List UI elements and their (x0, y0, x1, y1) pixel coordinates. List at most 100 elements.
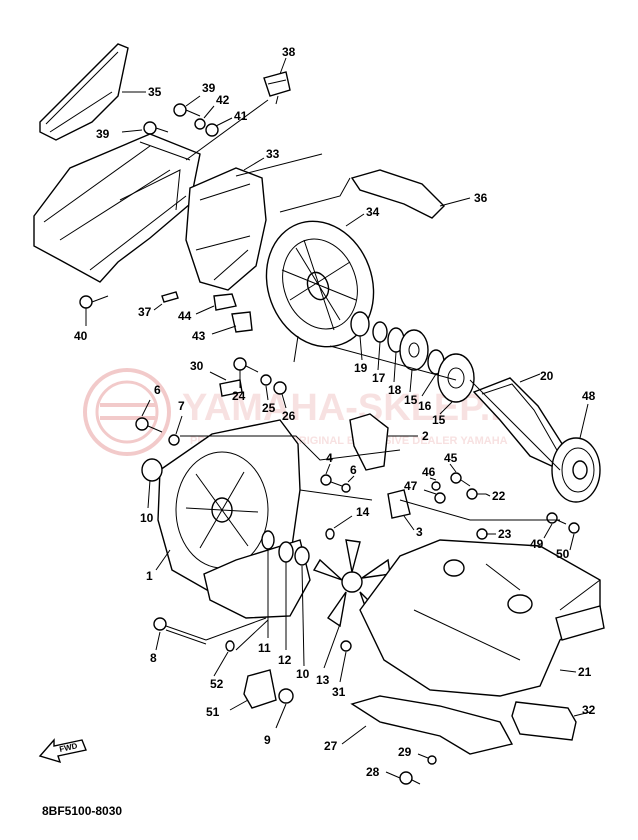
part-33-shroud (185, 167, 267, 291)
part-46-washer (431, 481, 441, 491)
part-10-nut (294, 546, 310, 566)
callout-32: 32 (582, 703, 596, 717)
callout-39-b: 39 (96, 127, 110, 141)
part-35-panel (39, 43, 129, 141)
callout-52: 52 (210, 677, 224, 691)
callout-21: 21 (578, 665, 592, 679)
part-48-pulley (551, 437, 601, 503)
part-23-grommet (476, 528, 488, 540)
part-duct-hood (33, 133, 201, 283)
part-7-washer (168, 434, 180, 446)
part-45-bolt (450, 472, 471, 487)
part-24-bolt (233, 357, 259, 373)
part-2-bracket (349, 413, 389, 471)
callout-16: 16 (418, 399, 432, 413)
part-11-seal (261, 530, 275, 550)
callout-6-b: 6 (350, 463, 357, 477)
part-34-fan-housing (265, 220, 375, 363)
callout-2: 2 (422, 429, 429, 443)
part-13-fan (312, 539, 391, 628)
callout-42: 42 (216, 93, 230, 107)
part-42-washer (194, 118, 206, 130)
part-8-long-bolt (153, 617, 207, 645)
fwd-label: FWD (59, 741, 79, 754)
callout-20: 20 (540, 369, 554, 383)
part-32-pad (511, 701, 577, 741)
callout-3: 3 (416, 525, 423, 539)
part-47-nut (434, 492, 446, 504)
callouts: 38 35 39 42 41 39 33 36 34 40 37 44 43 1… (74, 45, 596, 779)
part-40-bolt (79, 295, 109, 309)
callout-40: 40 (74, 329, 88, 343)
callout-23: 23 (498, 527, 512, 541)
callout-43: 43 (192, 329, 206, 343)
callout-50: 50 (556, 547, 570, 561)
callout-31: 31 (332, 685, 346, 699)
part-4-bolt (320, 474, 343, 487)
part-49-bolt (546, 512, 567, 525)
callout-30: 30 (190, 359, 204, 373)
part-39-bolt (173, 103, 201, 117)
part-43-bracket (231, 311, 253, 333)
callout-36: 36 (474, 191, 488, 205)
callout-33: 33 (266, 147, 280, 161)
callout-48: 48 (582, 389, 596, 403)
part-26-nut (273, 381, 287, 395)
part-6-washer (341, 483, 351, 493)
part-22-bolt (466, 488, 486, 500)
callout-27: 27 (324, 739, 338, 753)
callout-22: 22 (492, 489, 506, 503)
callout-7: 7 (178, 399, 185, 413)
assembly-guide-lines (180, 99, 561, 651)
part-31-washer (340, 640, 352, 652)
callout-29: 29 (398, 745, 412, 759)
part-29-washer (427, 755, 437, 765)
callout-9: 9 (264, 733, 271, 747)
callout-35: 35 (148, 85, 162, 99)
callout-15-b: 15 (432, 413, 446, 427)
callout-49: 49 (530, 537, 544, 551)
callout-25: 25 (262, 401, 276, 415)
callout-1: 1 (146, 569, 153, 583)
part-36-cover-strip (350, 169, 445, 219)
part-52-plug (225, 640, 235, 652)
pulley-stack (350, 311, 475, 403)
callout-15: 15 (404, 393, 418, 407)
diagram-code: 8BF5100-8030 (42, 804, 123, 818)
callout-10-b: 10 (296, 667, 310, 681)
callout-26: 26 (282, 409, 296, 423)
fwd-arrow-icon: FWD (38, 738, 87, 764)
part-51-plate (243, 669, 277, 709)
callout-19: 19 (354, 361, 368, 375)
part-39-bolt-b (143, 121, 169, 135)
callout-11: 11 (258, 641, 271, 655)
callout-10: 10 (140, 511, 154, 525)
callout-44: 44 (178, 309, 192, 323)
part-28-bolt (399, 771, 421, 785)
callout-47: 47 (404, 479, 418, 493)
callout-18: 18 (388, 383, 402, 397)
callout-24: 24 (232, 389, 246, 403)
part-9-nut (278, 688, 294, 704)
part-25-washer (260, 374, 272, 386)
part-21-engine-shroud (359, 539, 605, 697)
part-27-guard (350, 695, 514, 755)
callout-34: 34 (366, 205, 380, 219)
callout-41: 41 (234, 109, 248, 123)
callout-6: 6 (154, 383, 161, 397)
callout-38: 38 (282, 45, 296, 59)
callout-4: 4 (326, 451, 333, 465)
part-44-bracket (213, 293, 237, 311)
part-37-pin (161, 291, 179, 303)
callout-8: 8 (150, 651, 157, 665)
part-38-clip (263, 71, 291, 105)
part-6-bolt (135, 417, 163, 433)
part-41-nut (205, 123, 219, 137)
part-30-clip (219, 379, 243, 397)
part-3-clamp (387, 489, 411, 519)
callout-37: 37 (138, 305, 152, 319)
callout-45: 45 (444, 451, 458, 465)
callout-13: 13 (316, 673, 330, 687)
callout-14: 14 (356, 505, 370, 519)
